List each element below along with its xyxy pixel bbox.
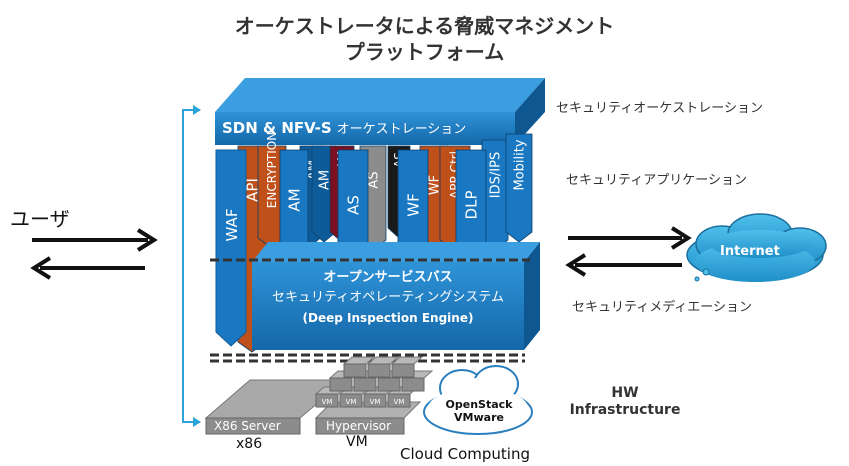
core-line1: オープンサービスバス	[323, 270, 453, 285]
bracket-arrow-top	[193, 105, 201, 115]
sdn-bar-top	[215, 78, 545, 112]
vm-cube	[401, 377, 425, 392]
internet-arrow-right-head	[670, 226, 692, 250]
vm-cube	[377, 377, 401, 392]
vm-cube	[343, 363, 367, 378]
app-column-mobility	[505, 133, 533, 243]
sdn-bar-side	[515, 78, 545, 145]
openstack-labels: OpenStack VMware	[432, 398, 526, 424]
internet-arrow-left-head	[565, 253, 587, 277]
server-label: X86 Server	[214, 419, 281, 433]
label-orchestration: セキュリティオーケストレーション	[556, 101, 763, 116]
vm-cube	[353, 377, 377, 392]
app-label-as: AS	[367, 171, 382, 188]
label-application: セキュリティアプリケーション	[566, 173, 747, 188]
vm-caption: VM	[346, 434, 368, 450]
app-label-am: AM	[285, 188, 303, 211]
vm-cube	[391, 363, 415, 378]
vm-chip-label: VM	[322, 398, 333, 406]
bracket-line	[182, 109, 200, 423]
cloud-computing-caption: Cloud Computing	[400, 445, 530, 463]
x86-caption: x86	[236, 436, 263, 452]
internet-label: Internet	[720, 244, 780, 259]
diagram-title-line1: オーケストレータによる脅威マネジメント	[234, 14, 615, 38]
app-label-waf: WAF	[223, 209, 241, 242]
vm-chip-label: VM	[394, 398, 405, 406]
sdn-bar-front	[215, 112, 515, 145]
user-label: ユーザ	[10, 207, 70, 231]
vm-chip-label: VM	[370, 398, 381, 406]
core-line3: (Deep Inspection Engine)	[302, 311, 474, 325]
label-mediation: セキュリティメディエーション	[572, 300, 753, 315]
vm-cube	[315, 393, 339, 408]
app-label-wf: WF	[404, 193, 422, 216]
internet-cloud-icon	[686, 213, 827, 282]
waf-column	[215, 149, 247, 347]
openstack-cloud-icon	[423, 365, 533, 435]
vm-cube	[363, 393, 387, 408]
core-labels: オープンサービスバス セキュリティオペレーティングシステム (Deep Insp…	[252, 268, 524, 328]
core-top	[252, 242, 540, 262]
sdn-bar-label: SDN & NFV-S オーケストレーション	[222, 118, 512, 137]
app-label-dlp: DLP	[462, 191, 480, 220]
vm-cube	[339, 393, 363, 408]
sdn-bar-suffix: オーケストレーション	[336, 122, 467, 137]
core-side	[524, 242, 540, 350]
hypervisor-box-front	[315, 417, 405, 435]
diagram-title-line2: プラットフォーム	[344, 40, 505, 64]
label-hw: HW	[611, 385, 639, 401]
app-label-wf: WF	[428, 175, 443, 195]
app-label-encryption: ENCRYPTION	[265, 132, 279, 208]
core-front	[252, 262, 524, 350]
user-arrow-right-head	[136, 228, 158, 252]
label-infrastructure: Infrastructure	[569, 402, 681, 418]
app-label-ids-ips: IDS/IPS	[489, 152, 504, 198]
app-label-mobility: Mobility	[513, 139, 528, 190]
user-arrow-left-head	[30, 256, 52, 280]
vm-cube	[367, 363, 391, 378]
openstack-line2: VMware	[454, 411, 504, 424]
sdn-bar-prefix: SDN & NFV-S	[222, 119, 332, 137]
server-box-front	[205, 417, 301, 435]
app-label-am: AM	[318, 170, 333, 190]
vm-cubes: VM VM VM VM	[314, 356, 434, 408]
app-label-as: AS	[344, 195, 362, 215]
app-label-api: API	[243, 178, 261, 202]
vm-cube	[387, 393, 411, 408]
hypervisor-label: Hypervisor	[326, 419, 392, 433]
openstack-line1: OpenStack	[445, 398, 513, 411]
vm-cube	[329, 377, 353, 392]
vm-chip-label: VM	[346, 398, 357, 406]
bracket-arrow-bottom	[193, 417, 201, 427]
core-line2: セキュリティオペレーティングシステム	[271, 290, 505, 305]
